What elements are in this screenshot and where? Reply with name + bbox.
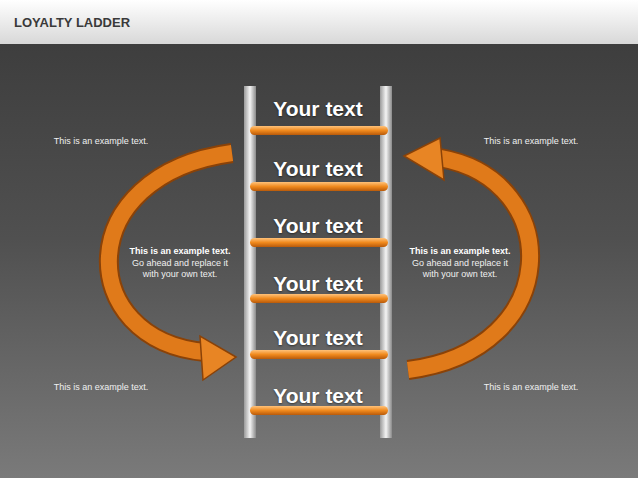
description-body: Go ahead and replace it with your own te… [125, 258, 235, 280]
step-text: Your text [250, 156, 386, 181]
step-text: Your text [250, 383, 386, 408]
step-text: Your text [250, 271, 386, 296]
step-text: Your text [250, 325, 386, 350]
description-heading: This is an example text. [120, 246, 240, 257]
ladder-rungs [250, 126, 388, 415]
note-text: This is an example text. [456, 382, 606, 393]
cycle-arrow-left [109, 153, 236, 380]
step-text: Your text [250, 213, 386, 238]
ladder-rail [244, 86, 256, 438]
description-heading: This is an example text. [400, 246, 520, 257]
note-text: This is an example text. [26, 382, 176, 393]
note-text: This is an example text. [26, 136, 176, 147]
ladder-rail [380, 86, 392, 438]
note-text: This is an example text. [456, 136, 606, 147]
step-text: Your text [250, 96, 386, 121]
page-title: LOYALTY LADDER [14, 15, 130, 30]
description-body: Go ahead and replace it with your own te… [405, 258, 515, 280]
